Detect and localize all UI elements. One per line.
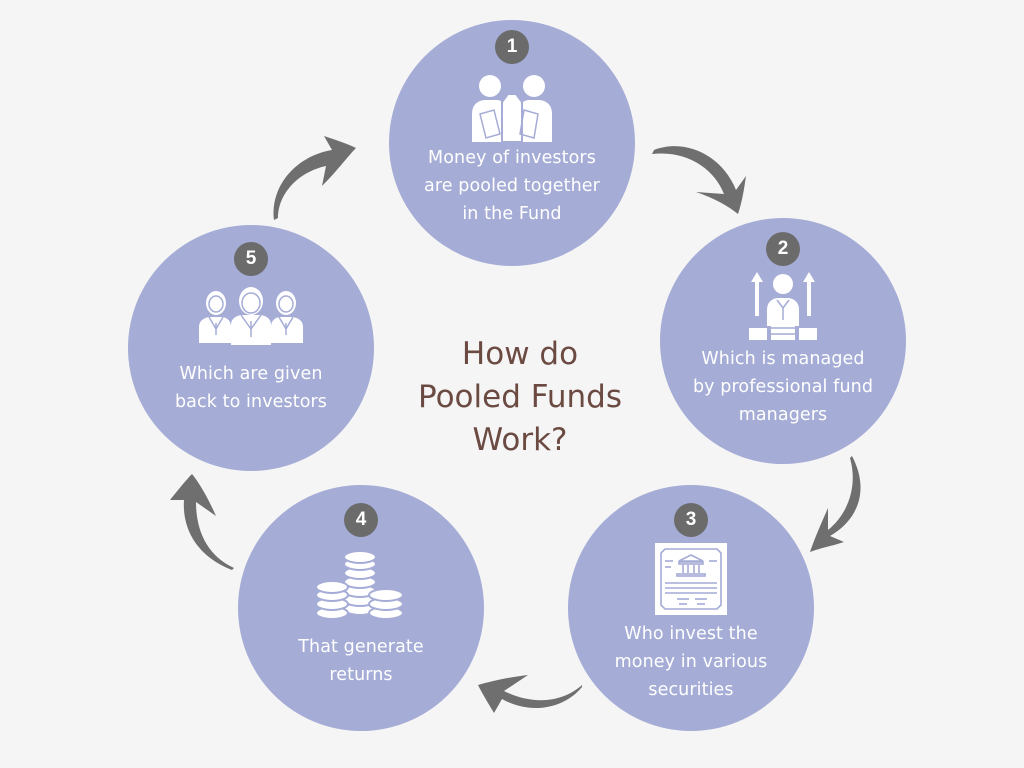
coin-stacks-icon [316,551,404,620]
step-number-badge: 2 [766,232,800,266]
arrow-1-to-2-icon [652,146,746,214]
arrow-3-to-4-icon [478,675,582,713]
fund-manager-growth-icon [749,272,817,340]
investors-group-icon [199,287,303,345]
step-4-circle: 4 That generate returns [238,485,484,731]
securities-certificate-icon [655,543,727,615]
step-1-text: Money of investors are pooled together i… [424,148,600,224]
arrow-4-to-5-icon [170,474,234,570]
arrow-2-to-3-icon [810,456,861,552]
step-number-badge: 1 [495,30,529,64]
step-number-badge: 3 [674,503,708,537]
step-3-circle: 3 Who invest the money in various securi… [568,485,814,731]
diagram-title: How do Pooled Funds Work? [418,336,622,458]
step-number-badge: 4 [344,503,378,537]
step-5-circle: 5 Which are given back to investors [128,225,374,471]
step-4-text: That generate returns [298,637,424,685]
step-5-text: Which are given back to investors [174,364,328,412]
investors-money-bags-icon [472,75,552,143]
step-3-text: Who invest the money in various securiti… [614,624,768,700]
arrow-5-to-1-icon [273,136,356,220]
step-number-badge: 5 [234,242,268,276]
step-1-circle: 1 Money of investors are pooled together… [389,20,635,266]
step-2-circle: 2 Which is managed by professional fund … [660,218,906,464]
step-2-text: Which is managed by professional fund ma… [692,349,874,425]
